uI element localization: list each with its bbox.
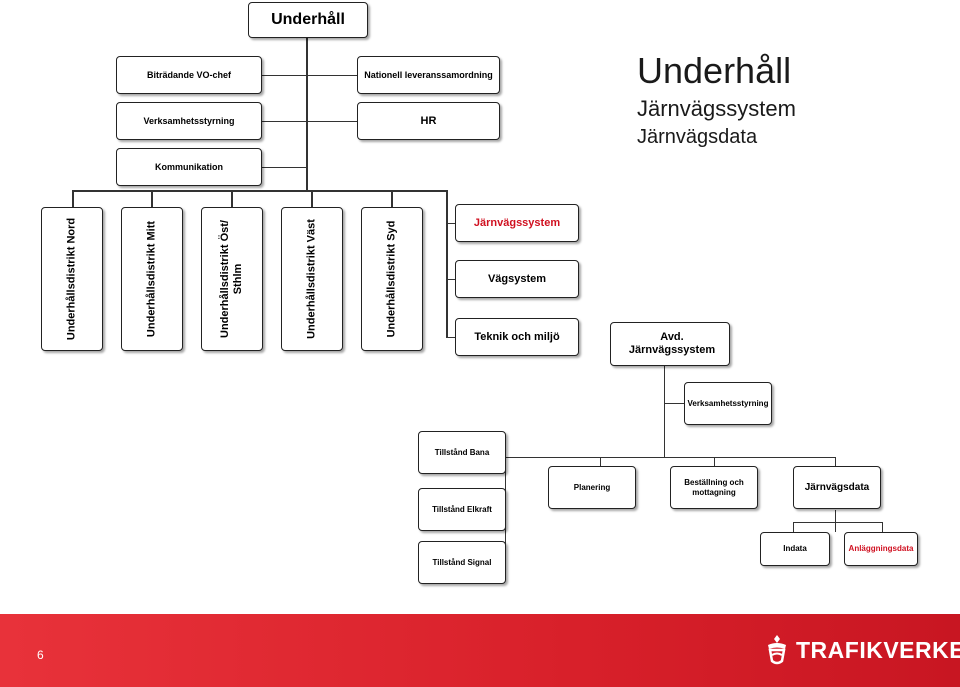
connector bbox=[151, 190, 153, 207]
connector bbox=[446, 223, 455, 224]
org-box-bitradande-vo-chef: Biträdande VO-chef bbox=[116, 56, 262, 94]
district-label: Underhållsdistrikt Väst bbox=[305, 219, 318, 339]
connector bbox=[664, 403, 684, 404]
connector bbox=[793, 522, 883, 523]
connector bbox=[72, 190, 448, 192]
connector bbox=[793, 522, 794, 532]
org-box-jarnvagsdata: Järnvägsdata bbox=[793, 466, 881, 509]
district-label: Underhållsdistrikt Syd bbox=[385, 220, 398, 338]
connector bbox=[882, 522, 883, 532]
connector bbox=[835, 457, 836, 466]
connector bbox=[664, 366, 665, 458]
connector bbox=[231, 190, 233, 207]
connector bbox=[72, 190, 74, 207]
org-box-bestallning-och-mottagning: Beställning och mottagning bbox=[670, 466, 758, 509]
org-box-nationell-leveranssamordning: Nationell leveranssamordning bbox=[357, 56, 500, 94]
org-box-avd-verksamhetsstyrning: Verksamhetsstyrning bbox=[684, 382, 772, 425]
org-box-jarnvagssystem: Järnvägssystem bbox=[455, 204, 579, 242]
connector bbox=[446, 337, 455, 338]
org-box-indata: Indata bbox=[760, 532, 830, 566]
org-box-district-mitt: Underhållsdistrikt Mitt bbox=[121, 207, 183, 351]
org-box-tillstand-signal: Tillstånd Signal bbox=[418, 541, 506, 584]
org-box-vagsystem: Vägsystem bbox=[455, 260, 579, 298]
connector bbox=[261, 75, 358, 76]
org-box-teknik-och-miljo: Teknik och miljö bbox=[455, 318, 579, 356]
org-box-underhall: Underhåll bbox=[248, 2, 368, 38]
org-box-district-ost-sthlm: Underhållsdistrikt Öst/ Sthlm bbox=[201, 207, 263, 351]
connector bbox=[835, 510, 836, 532]
connector bbox=[446, 190, 448, 338]
org-box-district-vast: Underhållsdistrikt Väst bbox=[281, 207, 343, 351]
org-box-kommunikation: Kommunikation bbox=[116, 148, 262, 186]
org-box-tillstand-elkraft: Tillstånd Elkraft bbox=[418, 488, 506, 531]
org-box-avd-jarnvagssystem: Avd. Järnvägssystem bbox=[610, 322, 730, 366]
connector bbox=[600, 457, 601, 466]
connector bbox=[306, 38, 308, 190]
connector bbox=[446, 279, 455, 280]
district-label: Underhållsdistrikt Mitt bbox=[145, 220, 158, 338]
page-number: 6 bbox=[37, 648, 44, 662]
org-box-district-syd: Underhållsdistrikt Syd bbox=[361, 207, 423, 351]
org-box-tillstand-bana: Tillstånd Bana bbox=[418, 431, 506, 474]
slide-title: Underhåll bbox=[637, 50, 792, 91]
trafikverket-logo: TRAFIKVERKET bbox=[764, 633, 960, 667]
connector bbox=[600, 457, 836, 458]
district-label: Underhållsdistrikt Öst/ Sthlm bbox=[218, 220, 244, 338]
org-box-anlaggningsdata: Anläggningsdata bbox=[844, 532, 918, 566]
connector bbox=[391, 190, 393, 207]
connector bbox=[505, 457, 665, 458]
slide-subtitle-jarnvagsdata: Järnvägsdata bbox=[637, 126, 758, 148]
district-label: Underhållsdistrikt Nord bbox=[65, 217, 78, 341]
org-box-planering: Planering bbox=[548, 466, 636, 509]
org-box-hr: HR bbox=[357, 102, 500, 140]
connector bbox=[261, 121, 358, 122]
connector bbox=[262, 167, 307, 168]
org-box-verksamhetsstyrning: Verksamhetsstyrning bbox=[116, 102, 262, 140]
logo-text: TRAFIKVERKET bbox=[796, 636, 960, 663]
slide-subtitle-jarnvagssystem: Järnvägssystem bbox=[637, 96, 796, 121]
connector bbox=[714, 457, 715, 466]
org-box-district-nord: Underhållsdistrikt Nord bbox=[41, 207, 103, 351]
footer-bar bbox=[0, 614, 960, 687]
crown-icon bbox=[768, 635, 786, 665]
connector bbox=[311, 190, 313, 207]
